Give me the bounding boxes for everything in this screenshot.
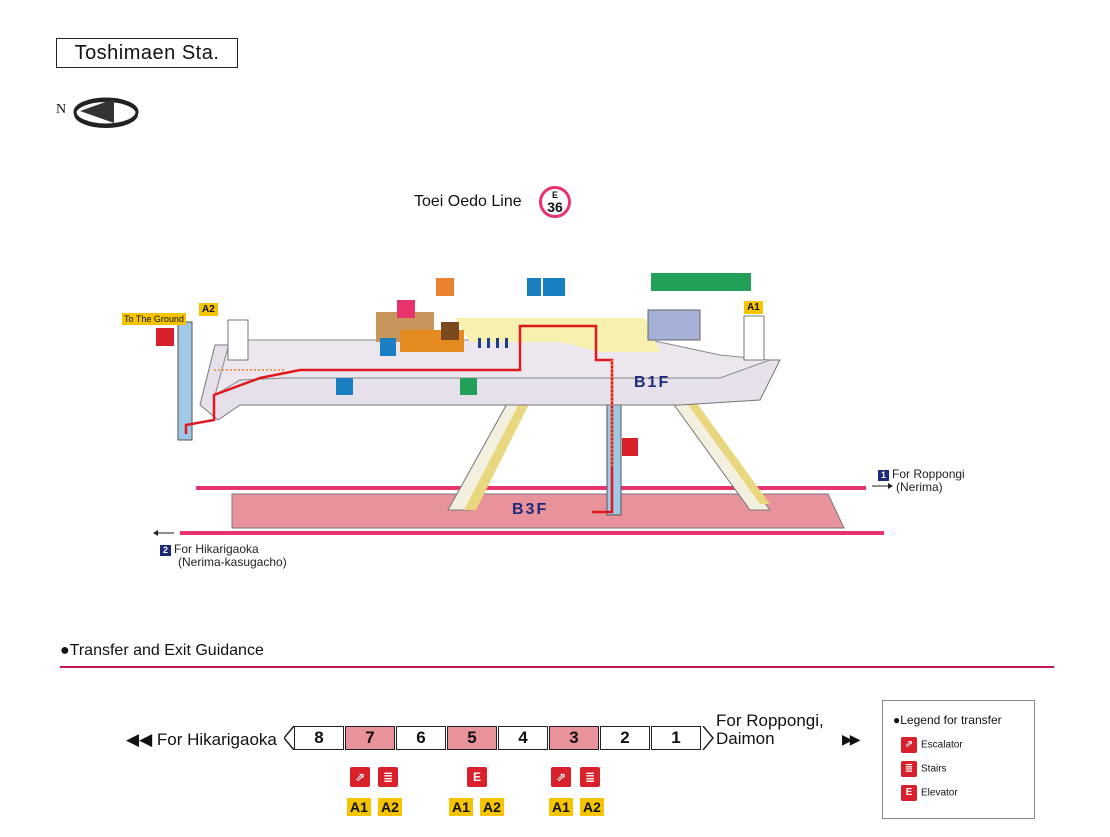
legend-escalator-label: Escalator xyxy=(921,739,963,751)
ticket-machine-icon xyxy=(460,378,477,395)
car-5: 5 xyxy=(447,726,497,750)
lost-found-icon xyxy=(336,378,353,395)
car-3-exit-a1: A1 xyxy=(549,798,573,816)
direction-roppongi-label: For Roppongi xyxy=(892,467,965,481)
station-map xyxy=(153,273,893,536)
legend-stairs: ≣ Stairs xyxy=(901,761,947,778)
for-roppongi: For Roppongi, Daimon xyxy=(716,712,824,748)
train-outline xyxy=(284,726,714,750)
transfer-heading-text: Transfer and Exit Guidance xyxy=(69,642,264,659)
car-5-exit-a1: A1 xyxy=(449,798,473,816)
line-badge: E 36 xyxy=(539,186,571,218)
paid-area xyxy=(455,318,660,352)
info-icon xyxy=(397,300,415,318)
legend-title-text: Legend for transfer xyxy=(900,713,1002,727)
legend-box: ●Legend for transfer ⇗Escalator ≣Stairs … xyxy=(882,700,1035,819)
line-name: Toei Oedo Line xyxy=(414,193,522,210)
direction-roppongi-sub: (Nerima) xyxy=(896,480,943,494)
toilet-icons xyxy=(651,273,751,291)
line-badge-number: 36 xyxy=(547,199,563,215)
escalator-icon: ⇗ xyxy=(901,737,917,753)
legend-escalator: ⇗ Escalator xyxy=(901,737,963,754)
car-4: 4 xyxy=(498,726,548,750)
legend-stairs-label: Stairs xyxy=(921,763,947,775)
line-badge-letter: E xyxy=(551,190,558,200)
floor-b1f: B1F xyxy=(634,374,671,391)
locker-icon xyxy=(380,338,396,356)
north-label: N xyxy=(56,102,67,117)
legend-title: ●Legend for transfer xyxy=(893,713,1002,727)
exit-a2-shaft xyxy=(177,321,193,441)
legend-elevator-label: Elevator xyxy=(921,787,958,799)
compass-icon xyxy=(73,97,139,128)
aed-icon xyxy=(436,278,454,296)
car-5-exit-a2: A2 xyxy=(480,798,504,816)
for-hikarigaoka-text: For Hikarigaoka xyxy=(156,730,277,749)
elevator-icon: E xyxy=(467,767,487,787)
for-roppongi-line1: For Roppongi, xyxy=(716,711,824,730)
escalator-to-ground-icon xyxy=(156,328,174,346)
car-3-exit-a2: A2 xyxy=(580,798,604,816)
elevator-icon: E xyxy=(901,785,917,801)
section-divider xyxy=(60,666,1054,668)
car-7: 7 xyxy=(345,726,395,750)
escalator-icon: ⇗ xyxy=(551,767,571,787)
car-7-exit-a2: A2 xyxy=(378,798,402,816)
fare-gates xyxy=(478,338,508,348)
stairs-icon: ≣ xyxy=(378,767,398,787)
for-roppongi-arrow: ▶▶ xyxy=(842,731,860,747)
car-8: 8 xyxy=(294,726,344,750)
for-hikarigaoka: ◀◀ For Hikarigaoka xyxy=(126,730,277,749)
stairs-icon: ≣ xyxy=(901,761,917,777)
b1f-concourse-top xyxy=(214,339,771,397)
car-2: 2 xyxy=(600,726,650,750)
elevator-icon-map xyxy=(622,438,638,456)
car-7-exit-a1: A1 xyxy=(347,798,371,816)
for-roppongi-line2: Daimon xyxy=(716,729,775,748)
stair-block-right xyxy=(647,309,701,341)
exit-a1-tag: A1 xyxy=(744,301,763,314)
escalator-icon: ⇗ xyxy=(350,767,370,787)
car-3: 3 xyxy=(549,726,599,750)
platform-2-number: 2 xyxy=(160,545,171,556)
stairs-a1 xyxy=(743,315,765,361)
transfer-heading: ●Transfer and Exit Guidance xyxy=(60,642,264,659)
stairs-ramp-right-inner xyxy=(686,402,770,504)
car-1: 1 xyxy=(651,726,701,750)
stairs-icon: ≣ xyxy=(580,767,600,787)
direction-hikarigaoka-sub: (Nerima-kasugacho) xyxy=(178,555,287,569)
exit-a2-tag: A2 xyxy=(199,303,218,316)
station-office-icon xyxy=(441,322,459,340)
phone-icon xyxy=(527,278,541,296)
b3f-platform xyxy=(231,493,845,529)
stairs-ramp-left-inner xyxy=(464,402,530,510)
to-ground-tag: To The Ground xyxy=(122,313,186,325)
platform-1-number: 1 xyxy=(878,470,889,481)
station-title: Toshimaen Sta. xyxy=(56,38,238,68)
car-6: 6 xyxy=(396,726,446,750)
direction-hikarigaoka-label: For Hikarigaoka xyxy=(174,542,259,556)
floor-b3f: B3F xyxy=(512,501,549,518)
legend-elevator: E Elevator xyxy=(901,785,958,802)
stairs-a2 xyxy=(227,319,249,361)
atm-icon xyxy=(543,278,565,296)
